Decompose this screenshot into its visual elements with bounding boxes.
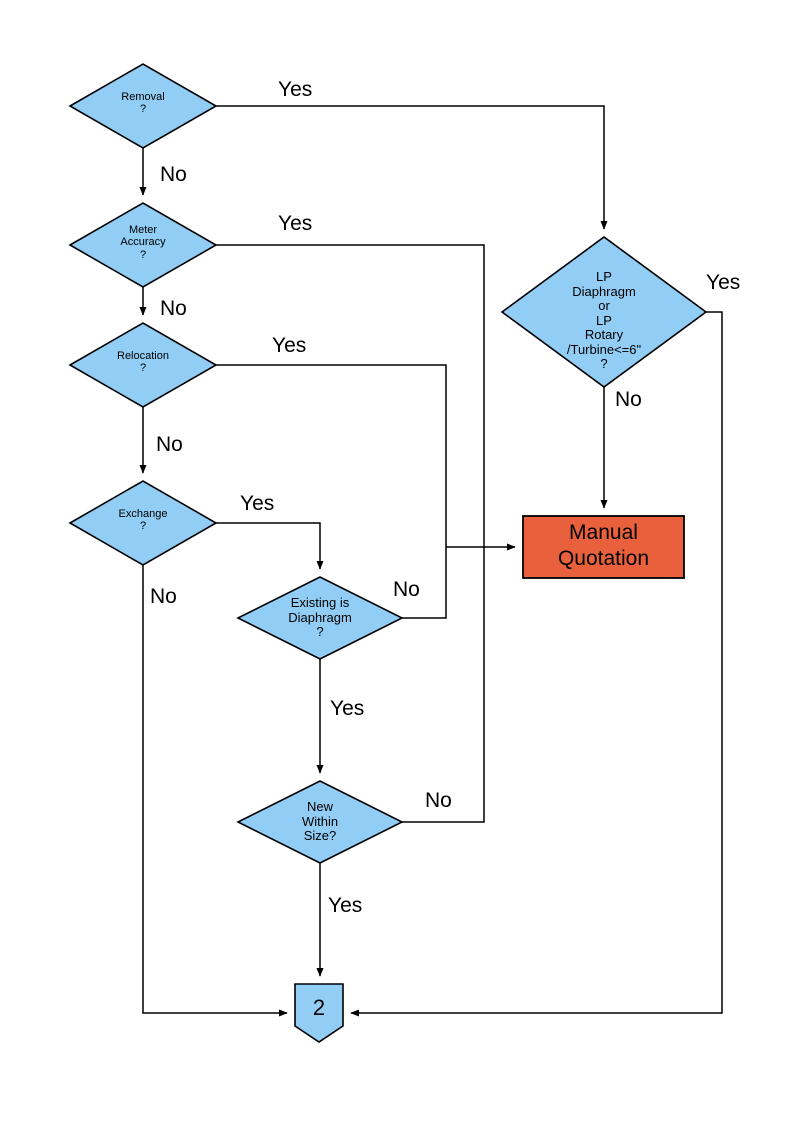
edge-label-existing-diaphragm-no: No	[393, 578, 420, 601]
node-removal[interactable]	[68, 63, 218, 149]
edge-label-relocation-no: No	[156, 433, 183, 456]
shapes-layer	[68, 63, 708, 1043]
edge-lp-check-yes	[350, 311, 723, 1017]
node-existing-is-diaphragm[interactable]	[236, 576, 404, 660]
edges-layer	[139, 105, 723, 1017]
node-relocation[interactable]	[68, 322, 218, 408]
edge-label-existing-diaphragm-yes: Yes	[330, 697, 365, 720]
edge-label-new-within-size-no: No	[425, 789, 452, 812]
edge-label-removal-no: No	[160, 163, 187, 186]
edge-label-removal-yes: Yes	[278, 78, 313, 101]
edge-label-new-within-size-yes: Yes	[328, 894, 363, 917]
edge-label-meter-accuracy-yes: Yes	[278, 212, 313, 235]
node-meter-accuracy[interactable]	[68, 202, 218, 288]
node-lp-check[interactable]	[500, 236, 708, 388]
node-connector-2[interactable]	[294, 983, 344, 1043]
edge-new-within-size-no	[402, 547, 485, 823]
edge-meter-accuracy-yes	[216, 244, 485, 547]
edge-label-relocation-yes: Yes	[272, 334, 307, 357]
edge-label-meter-accuracy-no: No	[160, 297, 187, 320]
edge-exchange-no	[142, 565, 288, 1017]
edge-label-exchange-yes: Yes	[240, 492, 275, 515]
edge-label-lp-check-yes: Yes	[706, 271, 741, 294]
edge-label-lp-check-no: No	[615, 388, 642, 411]
node-new-within-size[interactable]	[236, 780, 404, 864]
node-exchange[interactable]	[68, 480, 218, 566]
edge-exchange-yes	[216, 522, 324, 570]
edge-removal-yes	[216, 105, 608, 230]
edge-relocation-yes	[216, 364, 447, 547]
node-manual-quotation[interactable]	[522, 515, 685, 579]
edge-existing-diaphragm-no	[402, 547, 447, 619]
edge-label-exchange-no: No	[150, 585, 177, 608]
